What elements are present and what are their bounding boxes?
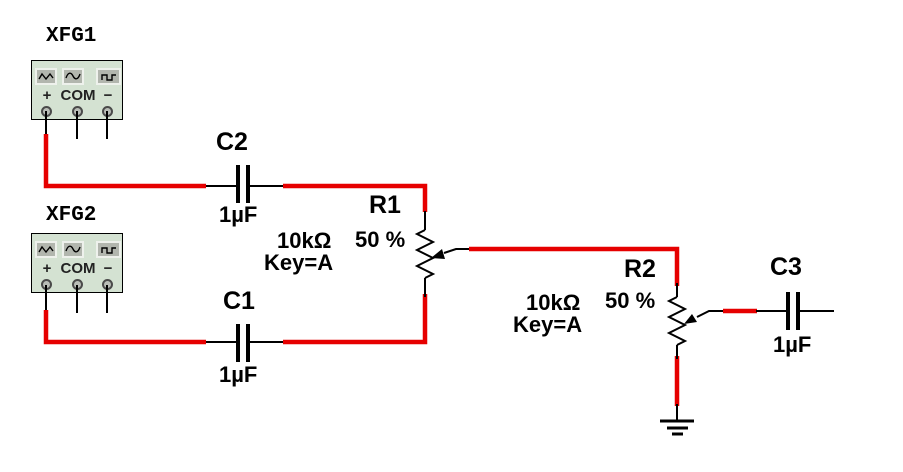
triangle-wave-icon <box>38 72 54 81</box>
r2-resistor-zigzag <box>666 296 688 346</box>
function-generator-xfg1[interactable]: + COM − <box>31 60 123 120</box>
r1-resistor-zigzag <box>414 229 436 279</box>
r1-key-label: Key=A <box>264 250 334 275</box>
xfg1-plus-label: + <box>42 87 52 104</box>
xfg2-sine-wave-button[interactable] <box>62 241 84 258</box>
xfg2-triangle-wave-button[interactable] <box>35 241 57 258</box>
c1-value-label: 1µF <box>219 362 258 387</box>
wire-xfg2-plus-to-c1[interactable] <box>43 310 206 345</box>
wire-c2-to-r1-top[interactable] <box>283 183 428 212</box>
capacitor-c2-symbol[interactable] <box>206 165 283 203</box>
r2-ref-label: R2 <box>624 255 656 283</box>
c3-ref-label: C3 <box>770 253 802 281</box>
capacitor-c3-symbol[interactable] <box>756 292 834 330</box>
xfg1-minus-label: − <box>103 87 113 104</box>
r2-setting-label: 50 % <box>605 288 656 313</box>
c3-plate-left <box>786 292 790 330</box>
sine-wave-icon <box>65 72 81 80</box>
potentiometer-r2-symbol[interactable] <box>666 283 723 359</box>
wire-xfg1-plus-to-c2[interactable] <box>43 134 206 189</box>
square-wave-icon <box>100 247 116 254</box>
xfg1-sine-wave-button[interactable] <box>62 68 84 85</box>
xfg2-minus-label: − <box>103 260 113 277</box>
c2-plate-right <box>246 165 250 203</box>
c2-plate-left <box>236 165 240 203</box>
r2-wiper-lead <box>696 310 723 318</box>
c3-plate-right <box>796 292 800 330</box>
xfg1-com-label: COM <box>60 87 96 104</box>
square-wave-icon <box>100 74 116 81</box>
wire-r1-wiper-to-r2-top[interactable] <box>469 246 680 286</box>
r1-setting-label: 50 % <box>355 227 406 252</box>
r1-ref-label: R1 <box>369 191 401 219</box>
xfg2-label: XFG2 <box>46 204 97 227</box>
r2-wiper-arrow-icon <box>684 314 697 324</box>
r2-key-label: Key=A <box>513 312 583 337</box>
c1-plate-right <box>246 324 250 362</box>
c2-value-label: 1µF <box>219 202 258 227</box>
capacitor-c1-symbol[interactable] <box>206 324 283 362</box>
c1-plate-left <box>236 324 240 362</box>
xfg1-square-wave-button[interactable] <box>96 68 121 85</box>
triangle-wave-icon <box>38 245 54 254</box>
c1-ref-label: C1 <box>223 287 255 315</box>
xfg2-plus-label: + <box>42 260 52 277</box>
xfg1-terminal-leads[interactable] <box>45 111 108 139</box>
sine-wave-icon <box>65 245 81 253</box>
xfg2-terminal-leads[interactable] <box>45 285 108 313</box>
potentiometer-r1-symbol[interactable] <box>414 211 469 297</box>
c3-value-label: 1µF <box>773 332 812 357</box>
r1-value-label: 10kΩ <box>277 228 332 253</box>
xfg2-com-label: COM <box>60 260 96 277</box>
wire-c1-to-r1-bottom[interactable] <box>283 294 428 345</box>
r2-value-label: 10kΩ <box>526 290 581 315</box>
c2-ref-label: C2 <box>216 128 248 156</box>
xfg1-triangle-wave-button[interactable] <box>35 68 57 85</box>
r1-wiper-lead <box>443 248 469 254</box>
xfg2-square-wave-button[interactable] <box>96 241 121 258</box>
ground-symbol[interactable] <box>660 404 694 436</box>
r1-wiper-arrow-icon <box>431 249 445 259</box>
xfg1-label: XFG1 <box>46 25 97 48</box>
function-generator-xfg2[interactable]: + COM − <box>31 233 123 293</box>
